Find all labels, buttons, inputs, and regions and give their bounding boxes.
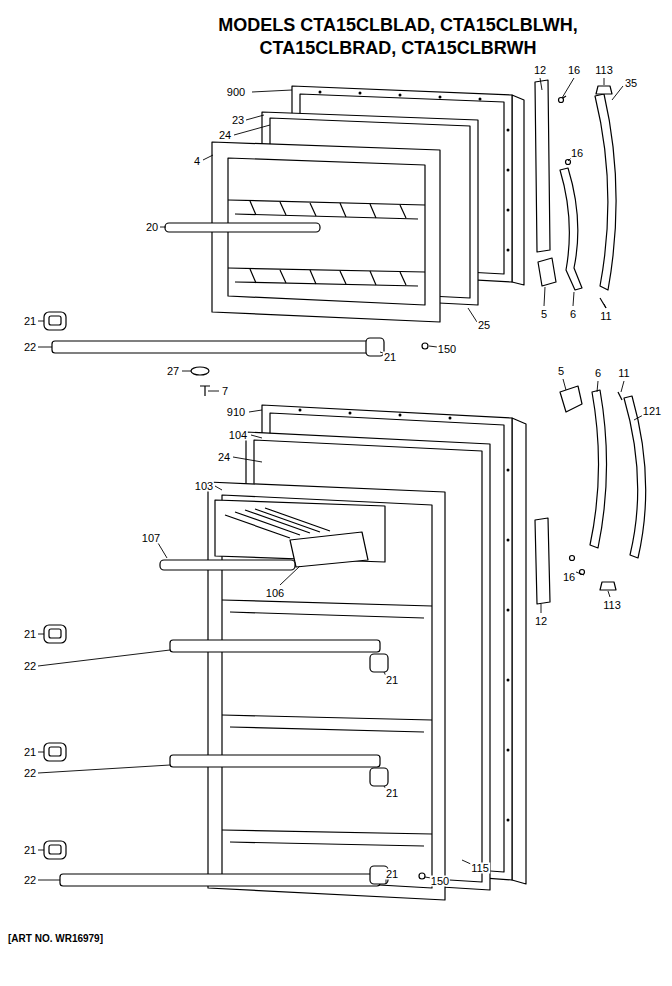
- callout-number: 21: [385, 675, 399, 686]
- callout-number: 22: [23, 875, 37, 886]
- callout-number: 113: [594, 65, 614, 76]
- callout-number: 21: [385, 788, 399, 799]
- callout-number: 910: [226, 407, 246, 418]
- callout-number: 35: [624, 78, 638, 89]
- callout-number: 22: [23, 661, 37, 672]
- callout-number: 6: [569, 309, 577, 320]
- callout-number: 16: [570, 148, 584, 159]
- callout-number: 24: [218, 130, 232, 141]
- callout-number: 20: [145, 222, 159, 233]
- model-title: MODELS CTA15CLBLAD, CTA15CLBLWH, CTA15CL…: [178, 14, 618, 60]
- callout-number: 16: [562, 572, 576, 583]
- callout-number: 22: [23, 342, 37, 353]
- callout-number: 104: [228, 430, 248, 441]
- callout-number: 21: [23, 316, 37, 327]
- callout-number: 5: [540, 309, 548, 320]
- callout-number: 106: [265, 588, 285, 599]
- callout-number: 27: [166, 366, 180, 377]
- callout-number: 5: [557, 366, 565, 377]
- callout-number: 11: [617, 368, 630, 379]
- callout-number: 113: [602, 600, 622, 611]
- callout-number: 22: [23, 768, 37, 779]
- callout-number: 11: [599, 311, 612, 322]
- callout-number: 24: [217, 452, 231, 463]
- callout-number: 150: [437, 344, 457, 355]
- callout-number: 21: [23, 845, 37, 856]
- callout-number: 25: [477, 320, 491, 331]
- callout-number: 6: [594, 368, 602, 379]
- callout-number: 121: [642, 406, 662, 417]
- callout-number: 115: [470, 863, 490, 874]
- callout-number: 21: [383, 352, 397, 363]
- callout-number: 107: [141, 533, 161, 544]
- callout-number: 4: [193, 156, 201, 167]
- callout-number: 16: [567, 65, 581, 76]
- callout-number: 12: [534, 616, 548, 627]
- callout-number: 23: [231, 115, 245, 126]
- callout-number: 103: [194, 481, 214, 492]
- callout-number: 21: [23, 629, 37, 640]
- callout-number: 21: [23, 747, 37, 758]
- callout-number: 12: [533, 65, 547, 76]
- art-number: [ART NO. WR16979]: [8, 933, 103, 944]
- callout-number: 21: [385, 869, 399, 880]
- callout-number: 900: [226, 87, 246, 98]
- callout-number: 7: [221, 386, 229, 397]
- callout-number: 150: [430, 876, 450, 887]
